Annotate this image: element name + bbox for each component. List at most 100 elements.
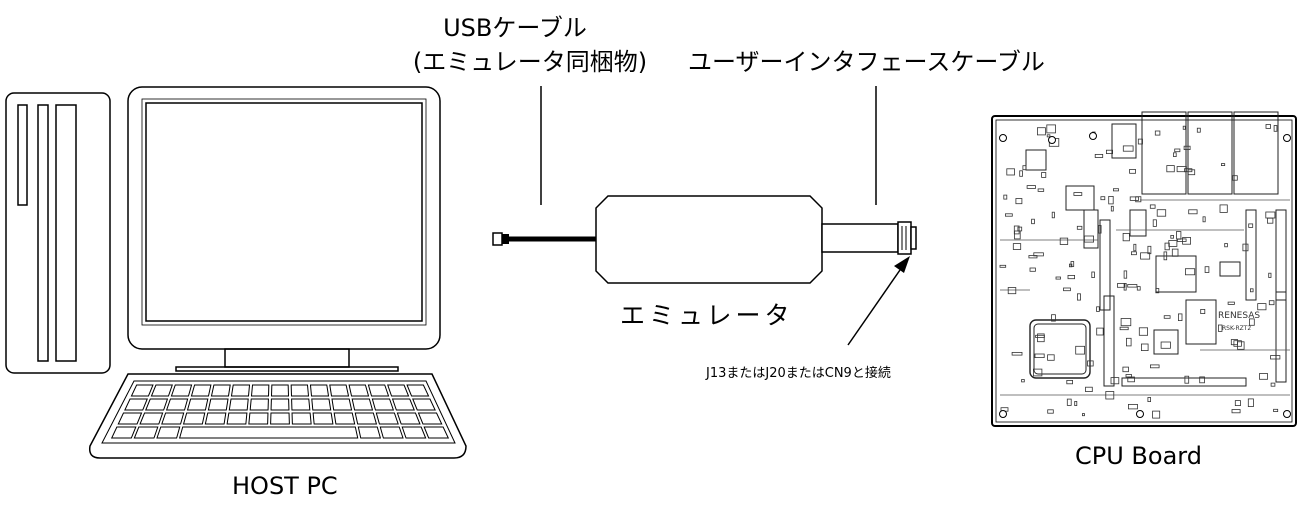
keyboard-key [387, 384, 410, 397]
keyboard-key [391, 398, 415, 411]
board-component [1117, 283, 1126, 288]
board-component [1177, 238, 1187, 242]
board-component [1168, 240, 1178, 247]
keyboard-key [248, 412, 269, 425]
board-component [1120, 318, 1132, 327]
board-component [1105, 391, 1115, 400]
emulator-label: エミュレータ [620, 301, 794, 330]
board-component [1034, 353, 1045, 358]
board-component [1077, 293, 1081, 301]
board-component [1014, 230, 1021, 240]
board-component [1003, 194, 1008, 200]
board-component [1051, 314, 1056, 322]
board-component [1163, 315, 1171, 319]
board-component [1227, 301, 1235, 305]
board-component [1265, 211, 1276, 219]
board-component [1028, 255, 1038, 259]
board-component [1268, 272, 1272, 278]
keyboard-key [379, 426, 404, 439]
keyboard [88, 373, 467, 459]
board-component [1066, 398, 1072, 406]
board-component [1154, 130, 1161, 136]
board-component [1033, 368, 1043, 377]
board-component [1137, 138, 1143, 145]
board-component [1100, 196, 1106, 201]
usb-cable [492, 232, 596, 246]
board-component [1141, 343, 1149, 351]
mounting-hole [999, 410, 1007, 418]
board-component [1147, 397, 1152, 402]
keyboard-key [333, 412, 356, 425]
board-component [1046, 134, 1051, 138]
mounting-hole [1136, 410, 1144, 418]
keyboard-key [270, 412, 290, 425]
mounting-hole [1283, 134, 1291, 142]
board-component [1204, 266, 1210, 273]
keyboard-key [186, 398, 209, 411]
keyboard-key [249, 398, 269, 411]
emulator-body [595, 195, 823, 284]
board-component [1273, 125, 1278, 132]
board-component [1123, 282, 1127, 291]
board-component [1182, 237, 1191, 245]
board-component [1247, 398, 1254, 407]
board-component [1171, 248, 1179, 257]
board-component [1224, 243, 1228, 248]
user-interface-cable [821, 221, 917, 255]
board-component [1013, 225, 1020, 235]
board-component [1183, 145, 1191, 150]
keyboard-key [230, 384, 251, 397]
board-component [1270, 355, 1281, 360]
board-component [1096, 306, 1100, 312]
board-component [1019, 170, 1023, 177]
board-component [1163, 251, 1168, 261]
board-component [1047, 354, 1055, 361]
board-model: RSK-RZT2 [1222, 325, 1251, 332]
keyboard-key [309, 384, 330, 397]
board-component [1265, 124, 1271, 129]
board-component [1108, 195, 1114, 205]
board-component [1156, 209, 1167, 217]
board-component [1082, 413, 1085, 417]
host-pc-label: HOST PC [232, 472, 338, 500]
board-component [1011, 351, 1023, 356]
keyboard-key [348, 384, 370, 397]
board-component [1094, 153, 1104, 158]
keyboard-key [178, 426, 359, 439]
board-component [1170, 234, 1174, 239]
board-component [1037, 333, 1045, 343]
board-component [1123, 270, 1128, 279]
keyboard-key [311, 398, 332, 411]
board-component [1122, 145, 1134, 152]
board-component [1188, 209, 1198, 215]
board-component [1110, 377, 1120, 385]
keyboard-key [412, 398, 436, 411]
board-component [1087, 360, 1094, 367]
board-component [1085, 386, 1093, 393]
board-component [1075, 345, 1085, 355]
keyboard-key [291, 398, 311, 411]
keyboard-key [270, 398, 290, 411]
board-component [1184, 168, 1193, 173]
board-component [1140, 252, 1151, 260]
keyboard-key [396, 412, 421, 425]
board-component [1231, 409, 1241, 414]
keyboard-key [117, 412, 143, 425]
board-component [1059, 237, 1069, 245]
keyboard-key [145, 398, 169, 411]
keyboard-key [406, 384, 430, 397]
keyboard-key [133, 426, 159, 439]
keyboard-key [170, 384, 193, 397]
mounting-hole [1048, 136, 1056, 144]
board-component [1176, 166, 1187, 173]
board-component [1067, 274, 1075, 280]
board-component [1022, 165, 1027, 171]
board-component [1184, 375, 1190, 384]
keyboard-key [150, 384, 173, 397]
keyboard-key [182, 412, 206, 425]
board-component [1152, 219, 1157, 227]
board-component [1127, 284, 1138, 288]
keyboard-key [110, 426, 137, 439]
board-component [1155, 288, 1160, 294]
